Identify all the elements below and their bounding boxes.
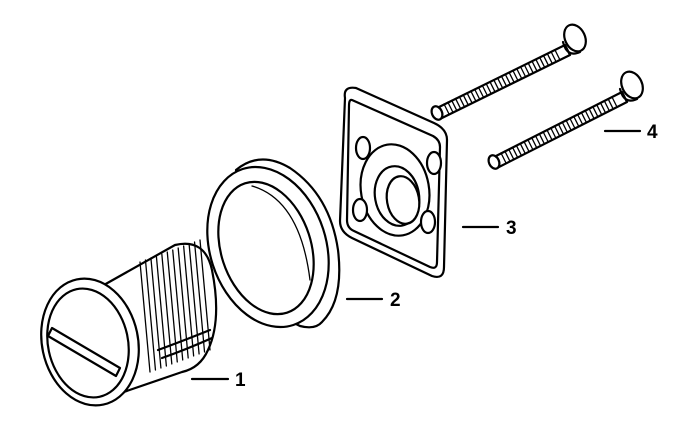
- screw-upper: [430, 23, 587, 121]
- trim-ring: [206, 158, 341, 329]
- callout-number-4: 4: [647, 122, 658, 143]
- screw-lower: [487, 70, 644, 170]
- screws: [430, 23, 644, 170]
- callout-number-2: 2: [390, 290, 401, 311]
- callout-number-3: 3: [506, 218, 517, 239]
- lock-cylinder: [40, 239, 218, 407]
- mounting-plate: [338, 86, 449, 279]
- callout-number-1: 1: [235, 370, 246, 391]
